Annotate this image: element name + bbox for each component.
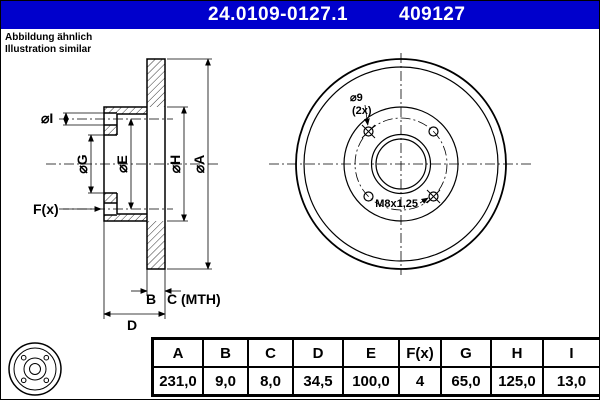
table-header-e: E [343,339,399,367]
dim-label-b: B [146,291,156,307]
table-header-h: H [491,339,543,367]
dim-label-d: D [127,317,137,333]
bolt-holes [361,124,441,204]
note-line-de: Abbildung ähnlich [5,32,93,43]
label-hole-count: (2x) [352,105,372,117]
table-value-c: 8,0 [248,367,293,395]
dim-label-dia-i: ⌀I [41,110,53,126]
illustration-note: Abbildung ähnlich Illustration similar [5,32,92,56]
note-line-en: Illustration similar [5,44,92,55]
table-value-f: 4 [399,367,441,395]
brake-disc-icon [8,342,62,396]
table-header-b: B [203,339,248,367]
table-header-f: F(x) [399,339,441,367]
section-view: ⌀I ⌀G ⌀E ⌀H ⌀A F(x) B C (MTH) D [33,58,221,333]
section-outline [103,58,166,270]
table-value-b: 9,0 [203,367,248,395]
label-thread: M8x1,25 [375,198,418,210]
table-value-a: 231,0 [153,367,203,395]
table-header-c: C [248,339,293,367]
dim-label-c: C (MTH) [167,291,221,307]
label-hole-diameter: ⌀9 [350,92,363,104]
table-header-g: G [441,339,491,367]
title-bar: 24.0109-0127.1 409127 [1,1,599,29]
table-header-d: D [293,339,343,367]
dim-label-dia-a: ⌀A [191,155,207,174]
section-hatching [104,59,165,269]
table-value-i: 13,0 [543,367,599,395]
table-header-i: I [543,339,599,367]
part-number: 24.0109-0127.1 [208,4,349,25]
order-number: 409127 [399,4,466,25]
table-value-h: 125,0 [491,367,543,395]
dimension-table: A B C D E F(x) G H I 231,0 9,0 8,0 34,5 … [151,337,599,397]
dim-label-dia-e: ⌀E [114,155,130,173]
table-value-g: 65,0 [441,367,491,395]
dim-label-dia-g: ⌀G [74,154,90,173]
front-view: ⌀9 (2x) M8x1,25 [269,53,533,275]
section-dimensions [63,58,212,319]
dim-label-dia-h: ⌀H [167,155,183,174]
table-value-e: 100,0 [343,367,399,395]
table-header-a: A [153,339,203,367]
dim-label-f: F(x) [33,201,59,217]
table-value-d: 34,5 [293,367,343,395]
